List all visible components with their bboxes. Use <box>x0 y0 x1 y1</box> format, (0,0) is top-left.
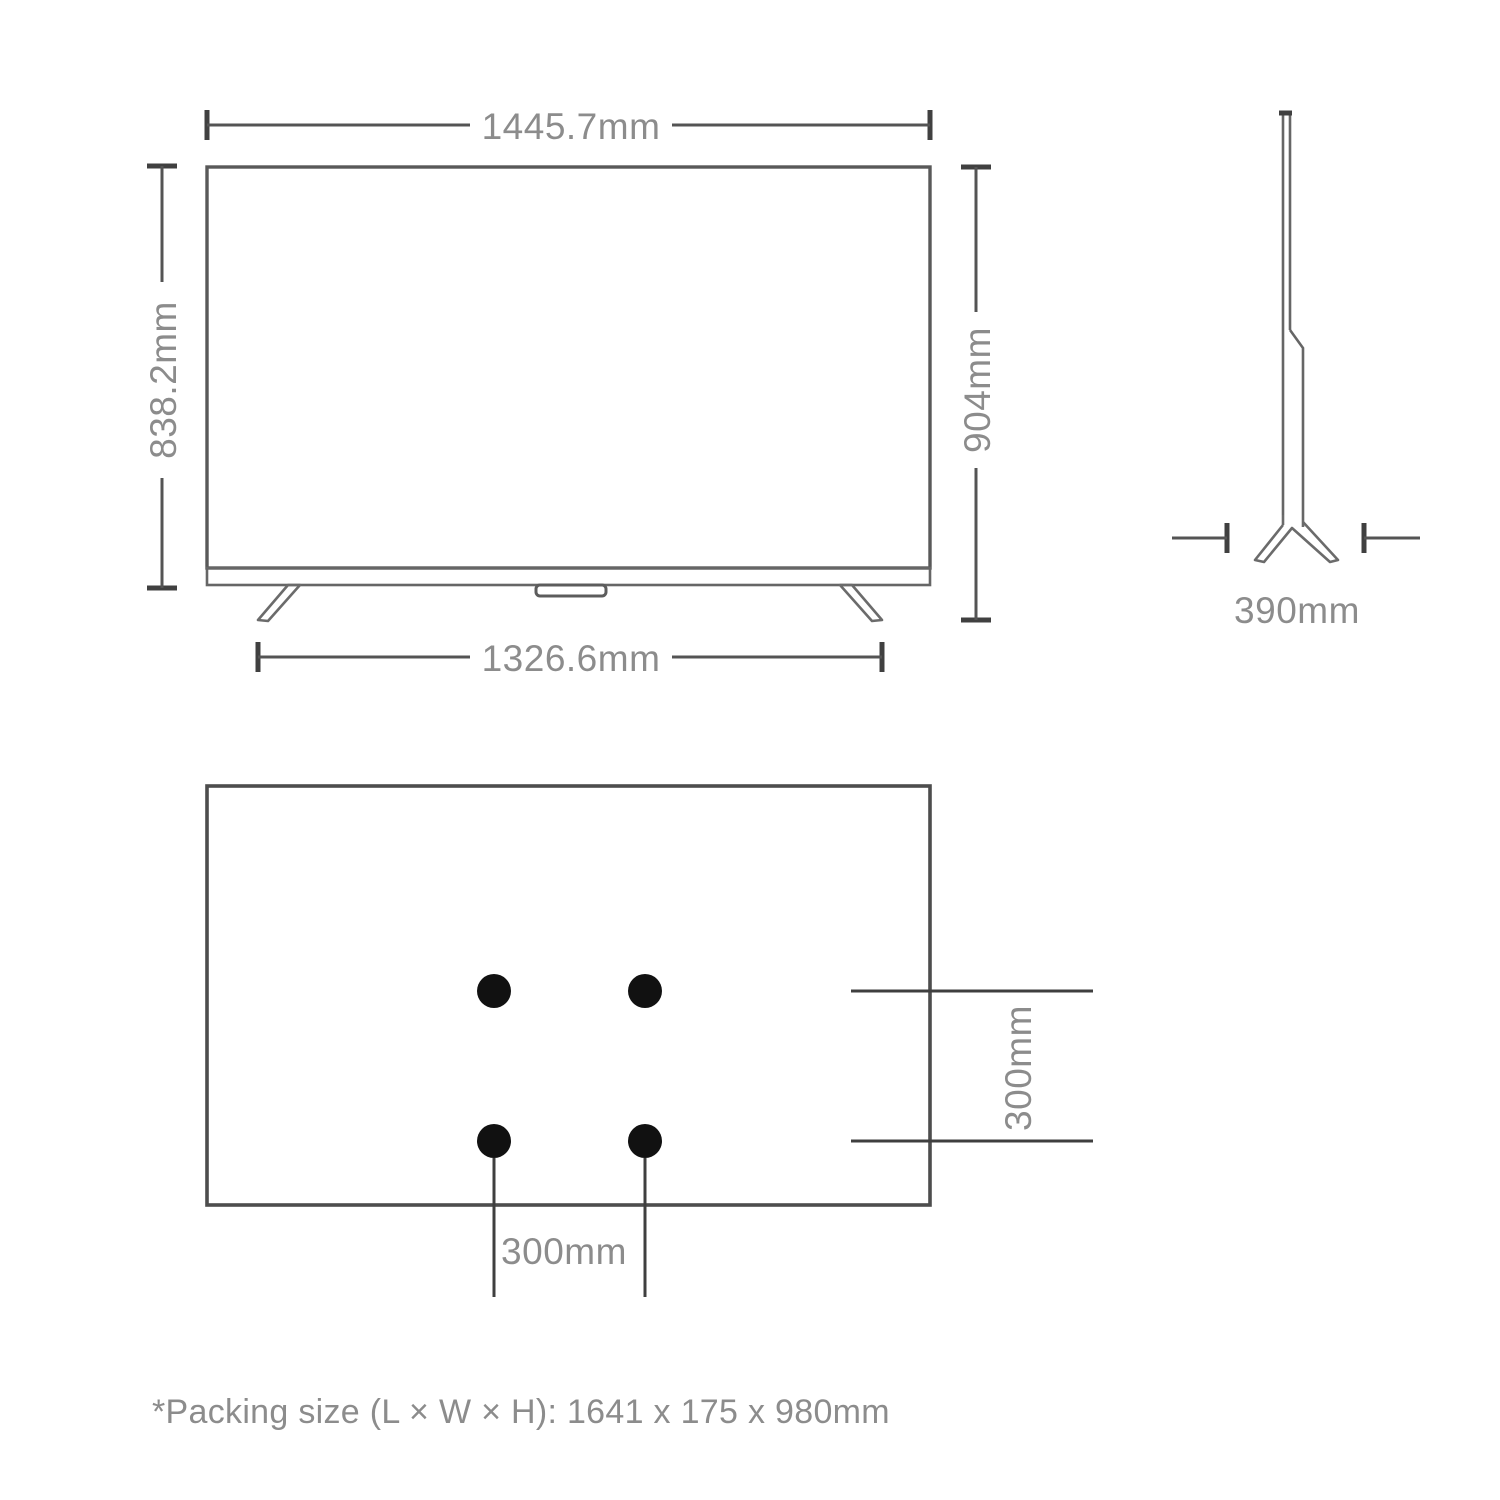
mount-hole-bottom-right <box>628 1124 662 1158</box>
front-height-right-dimension <box>961 164 991 623</box>
front-width-label: 1445.7mm <box>482 106 661 147</box>
mount-hole-top-left <box>477 974 511 1008</box>
mount-horizontal-label: 300mm <box>501 1231 627 1272</box>
packing-size-note: *Packing size (L × W × H): 1641 x 175 x … <box>152 1393 890 1431</box>
stand-width-dimension <box>255 642 885 672</box>
side-depth-dimension <box>1172 523 1420 553</box>
side-panel-bulge <box>1288 329 1305 520</box>
stand-width-label: 1326.6mm <box>482 638 661 679</box>
mount-vertical-dimension <box>851 989 1093 1143</box>
side-view-group <box>1172 110 1420 564</box>
mount-view-group <box>205 784 1093 1297</box>
tv-center-sensor <box>534 583 608 598</box>
mount-vertical-label: 300mm <box>998 1005 1039 1131</box>
front-height-left-label: 838.2mm <box>143 301 184 459</box>
front-view-group <box>147 110 991 672</box>
mount-horizontal-dimension <box>492 1158 647 1297</box>
front-width-dimension <box>204 110 933 140</box>
mount-hole-top-right <box>628 974 662 1008</box>
side-stand-foot <box>1253 521 1340 564</box>
mount-plate-outline <box>205 784 932 1207</box>
mount-hole-bottom-left <box>477 1124 511 1158</box>
side-panel-upper <box>1281 113 1292 515</box>
front-height-right-label: 904mm <box>957 327 998 453</box>
tv-right-leg <box>838 583 884 623</box>
tv-left-leg <box>256 583 302 623</box>
side-depth-label: 390mm <box>1234 590 1360 631</box>
front-height-left-dimension <box>147 163 177 591</box>
